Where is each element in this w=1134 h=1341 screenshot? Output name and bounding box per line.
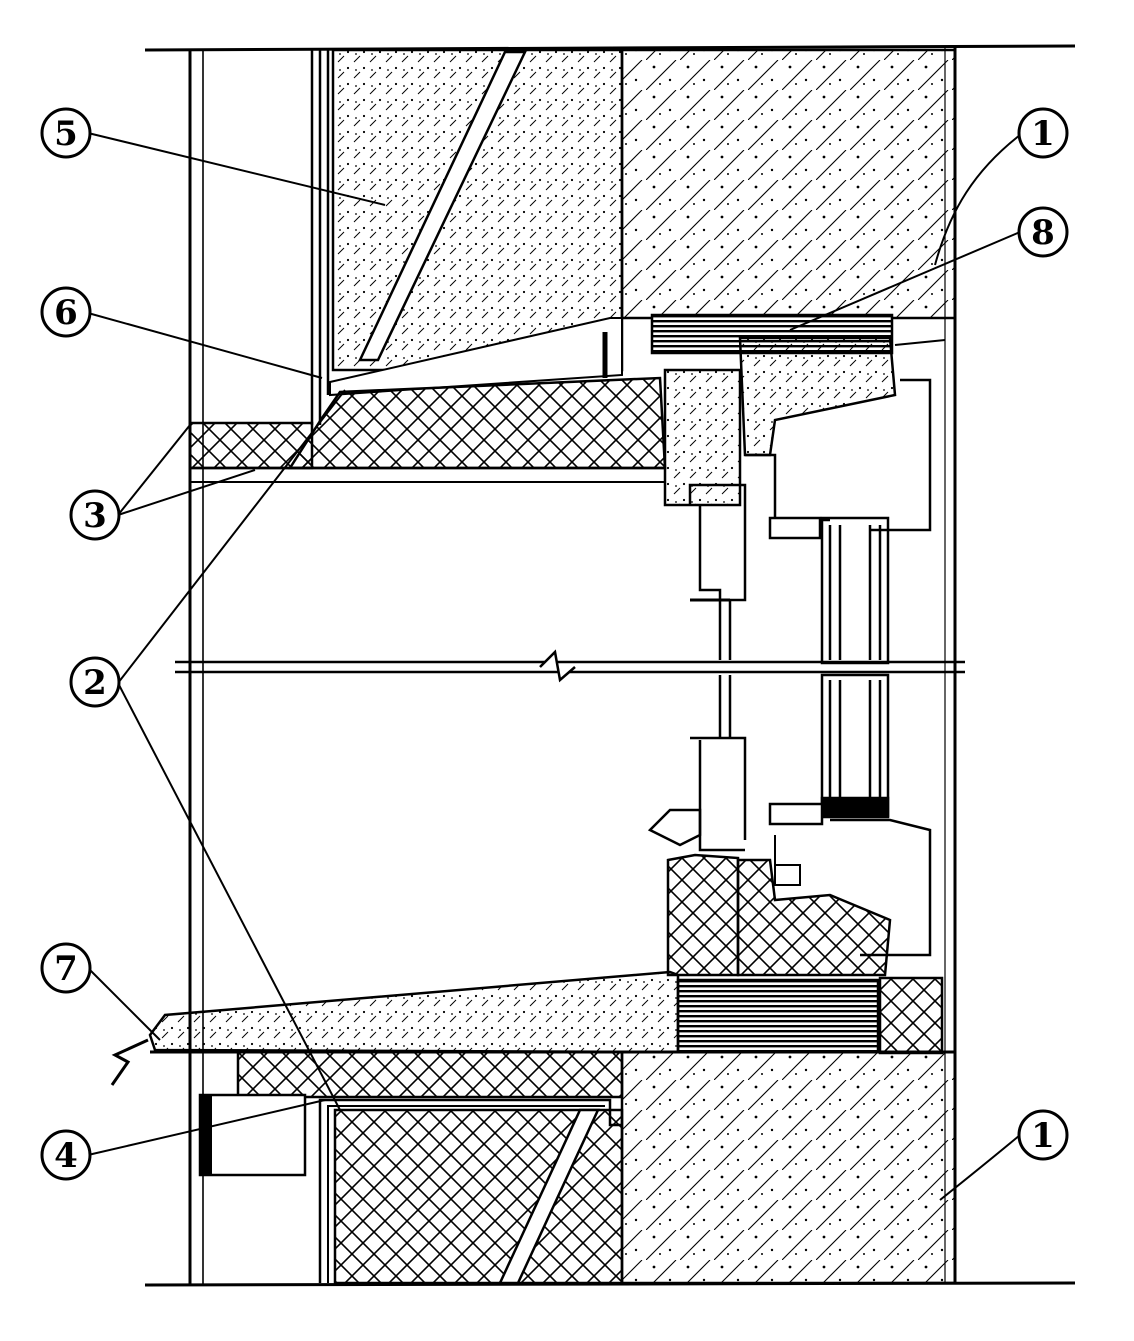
callout-6: 6 [40, 286, 92, 338]
svg-text:7: 7 [54, 949, 78, 989]
top-lintel-insulation [188, 376, 667, 483]
callout-8: 8 [1017, 206, 1069, 258]
break-line [175, 649, 965, 683]
svg-text:3: 3 [83, 496, 107, 536]
callout-3: 3 [69, 489, 121, 541]
svg-text:2: 2 [83, 663, 107, 703]
svg-text:1: 1 [1031, 114, 1055, 154]
callouts: 1 8 5 6 3 2 7 4 [40, 107, 1069, 1181]
svg-text:1: 1 [1031, 1116, 1055, 1156]
callout-4: 4 [40, 1129, 92, 1181]
callout-7: 7 [40, 942, 92, 994]
bottom-sill-insulation [236, 1050, 957, 1285]
top-window-frame [650, 313, 946, 660]
svg-text:4: 4 [54, 1136, 78, 1176]
callout-1-bottom: 1 [1017, 1109, 1069, 1161]
bottom-insulation-block [198, 1093, 624, 1285]
leader-lines [87, 132, 1021, 1201]
bottom-window-frame [647, 675, 944, 1055]
facing-plates [310, 50, 330, 425]
svg-text:5: 5 [54, 114, 78, 154]
top-concrete-lintel [620, 48, 957, 320]
glazing [820, 516, 890, 819]
top-insulation-block [329, 48, 624, 397]
callout-1-top: 1 [1017, 107, 1069, 159]
svg-text:8: 8 [1031, 213, 1055, 253]
callout-5: 5 [40, 107, 92, 159]
callout-2: 2 [69, 656, 121, 708]
svg-text:6: 6 [54, 293, 78, 333]
